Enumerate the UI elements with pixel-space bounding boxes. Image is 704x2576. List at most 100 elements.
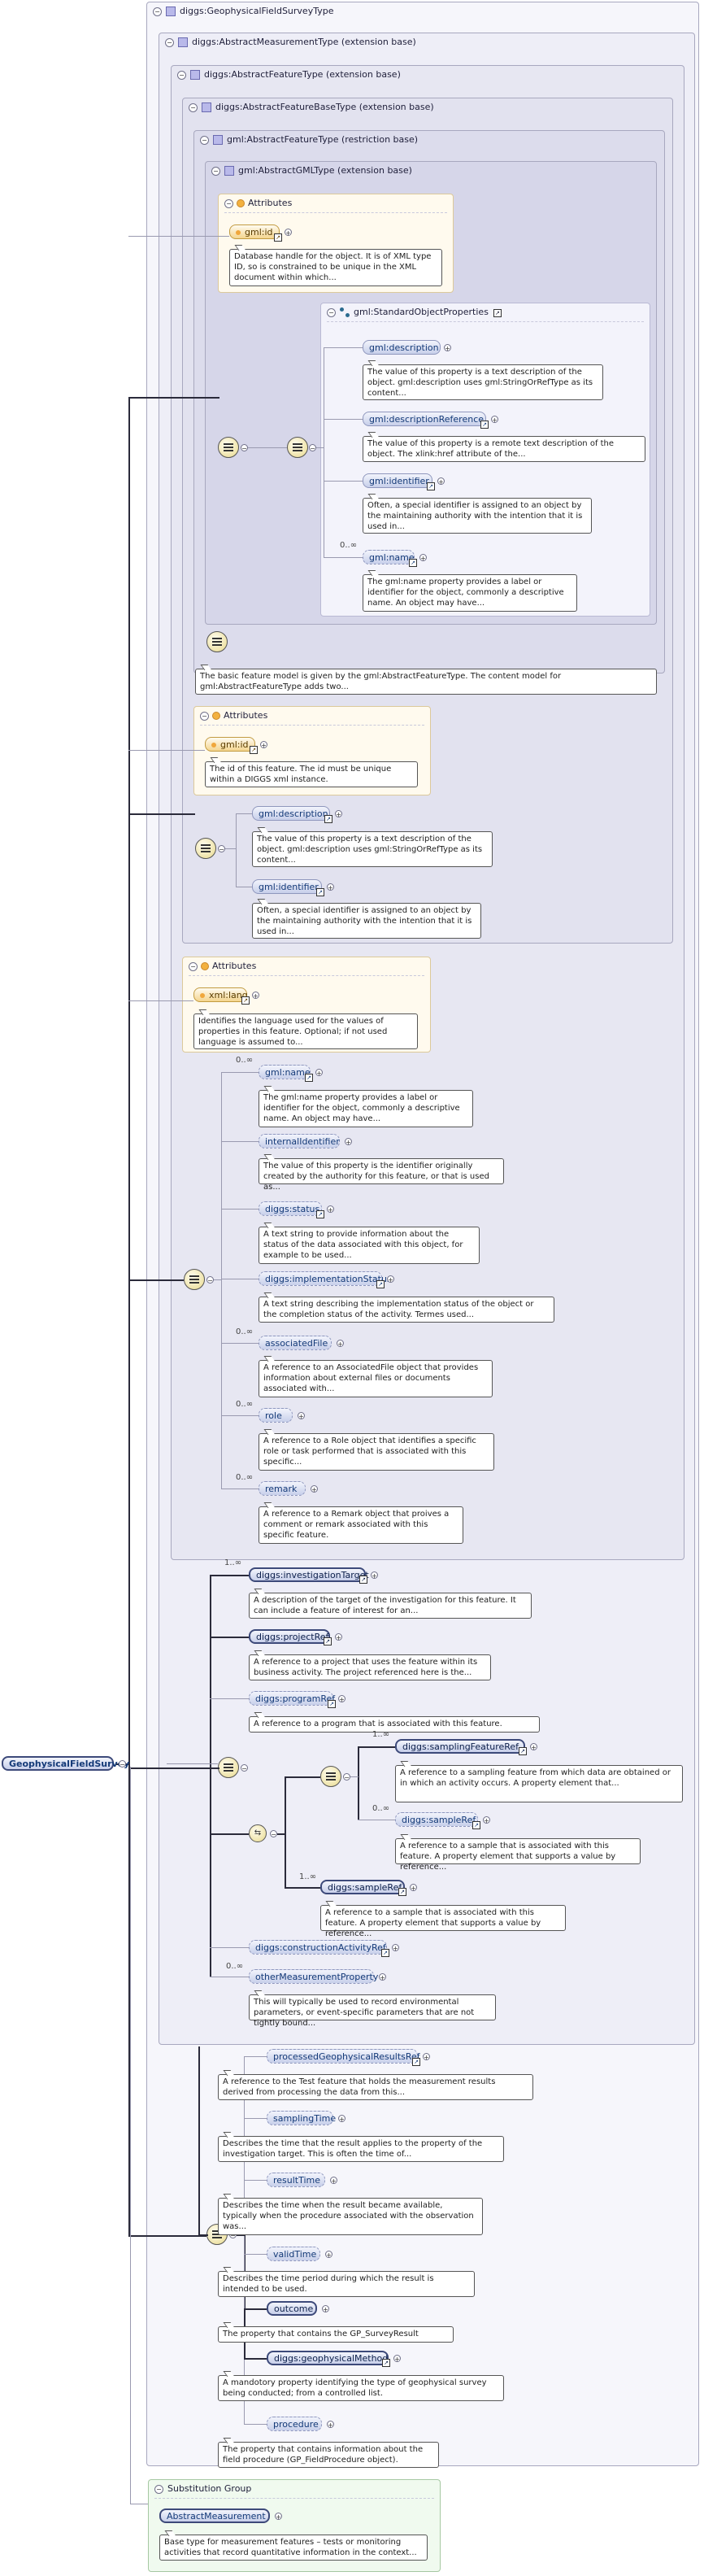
gml-description-element[interactable]: gml:description — [363, 340, 441, 355]
expand-icon[interactable]: + — [338, 2115, 345, 2123]
diggs-gml-id-attribute[interactable]: gml:id↗ — [205, 737, 258, 754]
expand-icon[interactable]: + — [335, 810, 342, 818]
collapse-toggle-icon[interactable]: − — [154, 2484, 163, 2494]
reference-icon: ↗ — [359, 1576, 367, 1584]
expand-icon[interactable]: + — [325, 2251, 332, 2259]
collapse-toggle-icon[interactable]: − — [211, 166, 220, 176]
sequence-compositor-icon[interactable] — [287, 437, 308, 458]
collapse-icon[interactable]: − — [343, 1773, 350, 1781]
expand-icon[interactable]: + — [335, 1633, 342, 1641]
expand-icon[interactable]: + — [285, 229, 292, 237]
expand-icon[interactable]: + — [327, 1205, 334, 1214]
expand-icon[interactable]: + — [275, 2513, 282, 2521]
expand-icon[interactable]: + — [322, 2305, 329, 2313]
remark-element[interactable]: remark — [259, 1481, 306, 1496]
group-title: gml:StandardObjectProperties — [354, 307, 489, 317]
expand-icon[interactable]: + — [437, 477, 445, 486]
collapse-toggle-icon[interactable]: − — [153, 7, 162, 16]
expand-icon[interactable]: + — [327, 2421, 334, 2429]
sequence-compositor-icon[interactable] — [218, 437, 239, 458]
sampling-time-element[interactable]: samplingTime — [267, 2111, 336, 2125]
investigation-target-element[interactable]: diggs:investigationTarget↗ — [249, 1567, 369, 1584]
expand-icon[interactable]: + — [337, 1340, 344, 1348]
diggs-gml-description-element[interactable]: gml:description↗ — [252, 806, 332, 823]
collapse-icon[interactable]: − — [309, 444, 316, 452]
expand-icon[interactable]: + — [387, 1275, 394, 1284]
alt-sample-ref-element[interactable]: diggs:sampleRef↗ — [320, 1880, 406, 1896]
collapse-toggle-icon[interactable]: − — [177, 70, 186, 80]
diggs-status-element[interactable]: diggs:status↗ — [259, 1201, 324, 1218]
collapse-icon[interactable]: − — [270, 1830, 277, 1838]
processed-geophysical-results-ref-element[interactable]: processedGeophysicalResultsRef↗ — [267, 2049, 420, 2066]
collapse-toggle-icon[interactable]: − — [200, 135, 209, 145]
expand-icon[interactable]: + — [345, 1138, 352, 1146]
geophysical-method-element[interactable]: diggs:geophysicalMethod↗ — [267, 2351, 390, 2367]
sampling-feature-ref-doc: A reference to a sampling feature from w… — [395, 1765, 683, 1802]
sampling-feature-ref-element[interactable]: diggs:samplingFeatureRef↗ — [395, 1739, 527, 1755]
other-measurement-property-element[interactable]: otherMeasurementProperty — [249, 1969, 378, 1984]
gml-identifier-element[interactable]: gml:identifier↗ — [363, 473, 435, 490]
gml-id-attribute[interactable]: gml:id↗ — [229, 224, 282, 242]
sequence-compositor-icon[interactable] — [195, 838, 216, 859]
project-ref-doc: A reference to a project that uses the f… — [249, 1654, 491, 1680]
internal-identifier-element[interactable]: internalIdentifier — [259, 1134, 340, 1149]
construction-activity-ref-element[interactable]: diggs:constructionActivityRef↗ — [249, 1940, 389, 1957]
expand-icon[interactable]: + — [260, 741, 267, 749]
expand-icon[interactable]: + — [410, 1884, 417, 1892]
role-element[interactable]: role — [259, 1408, 293, 1423]
expand-icon[interactable]: + — [419, 554, 427, 562]
collapse-icon[interactable]: − — [119, 1760, 126, 1768]
diggs-implementation-status-element[interactable]: diggs:implementationStatus↗ — [259, 1271, 392, 1288]
associated-file-element[interactable]: associatedFile — [259, 1336, 332, 1350]
expand-icon[interactable]: + — [338, 1695, 345, 1703]
collapse-toggle-icon[interactable]: − — [327, 307, 336, 317]
cardinality-label: 0..∞ — [226, 1962, 244, 1971]
sample-ref-element[interactable]: diggs:sampleRef↗ — [395, 1812, 480, 1829]
gml-description-reference-element[interactable]: gml:descriptionReference↗ — [363, 412, 489, 429]
expand-icon[interactable]: + — [530, 1743, 537, 1751]
gml-id-doc: Database handle for the object. It is of… — [229, 249, 442, 286]
expand-icon[interactable]: + — [483, 1816, 490, 1824]
expand-icon[interactable]: + — [315, 1069, 323, 1077]
outcome-element[interactable]: outcome — [267, 2301, 317, 2316]
collapse-toggle-icon[interactable]: − — [224, 198, 233, 208]
collapse-toggle-icon[interactable]: − — [200, 711, 209, 721]
expand-icon[interactable]: + — [491, 416, 498, 424]
project-ref-element[interactable]: diggs:projectRef↗ — [249, 1629, 332, 1645]
diggs-gml-identifier-element[interactable]: gml:identifier↗ — [252, 879, 324, 896]
feature-gml-name-element[interactable]: gml:name↗ — [259, 1065, 313, 1082]
valid-time-element[interactable]: validTime — [267, 2247, 320, 2261]
expand-icon[interactable]: + — [327, 883, 334, 891]
collapse-toggle-icon[interactable]: − — [189, 961, 198, 971]
collapse-icon[interactable]: − — [218, 845, 225, 853]
processed-geophysical-results-ref-doc: A reference to the Test feature that hol… — [218, 2074, 533, 2100]
sequence-compositor-icon[interactable] — [184, 1269, 205, 1290]
procedure-element[interactable]: procedure — [267, 2417, 322, 2431]
xml-lang-attribute[interactable]: xml:lang↗ — [193, 987, 250, 1005]
abstract-measurement-doc: Base type for measurement features – tes… — [159, 2535, 428, 2561]
choice-compositor-icon[interactable]: ⇆ — [249, 1824, 267, 1842]
collapse-icon[interactable]: − — [241, 1764, 248, 1772]
expand-icon[interactable]: + — [444, 344, 451, 352]
collapse-toggle-icon[interactable]: − — [165, 37, 174, 47]
abstract-measurement-element[interactable]: AbstractMeasurement — [159, 2508, 270, 2523]
expand-icon[interactable]: + — [311, 1485, 318, 1493]
collapse-icon[interactable]: − — [206, 1276, 214, 1284]
sequence-compositor-icon[interactable] — [320, 1766, 341, 1787]
expand-icon[interactable]: + — [379, 1973, 386, 1981]
collapse-icon[interactable]: − — [241, 444, 248, 452]
program-ref-element[interactable]: diggs:programRef↗ — [249, 1691, 336, 1708]
expand-icon[interactable]: + — [393, 2355, 401, 2363]
expand-icon[interactable]: + — [252, 992, 259, 1000]
expand-icon[interactable]: + — [298, 1412, 305, 1420]
gml-name-element[interactable]: gml:name↗ — [363, 550, 417, 567]
result-time-element[interactable]: resultTime — [267, 2173, 325, 2187]
expand-icon[interactable]: + — [392, 1944, 399, 1952]
collapse-toggle-icon[interactable]: − — [189, 102, 198, 112]
root-element[interactable]: GeophysicalFieldSurvey — [2, 1756, 129, 1771]
sequence-compositor-icon[interactable] — [218, 1757, 239, 1778]
expand-icon[interactable]: + — [423, 2053, 430, 2061]
expand-icon[interactable]: + — [330, 2177, 337, 2185]
sequence-compositor-icon[interactable] — [206, 631, 228, 652]
expand-icon[interactable]: + — [371, 1571, 378, 1580]
